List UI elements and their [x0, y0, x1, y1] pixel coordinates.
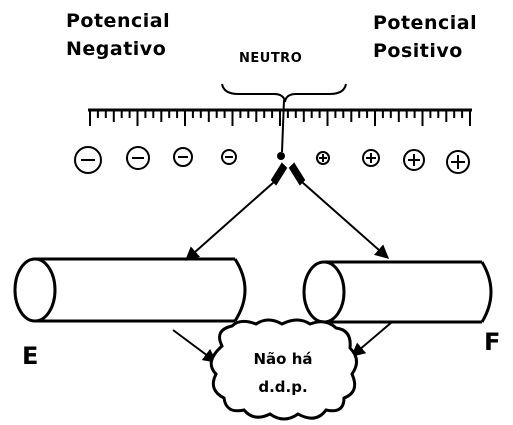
neutral-label: NEUTRO [239, 51, 303, 66]
cylinder-e [13, 257, 247, 323]
neutral-dot [277, 152, 285, 160]
body-e-label: E [22, 342, 39, 370]
positive-potential-label-line1: Potencial [373, 12, 478, 34]
result-cloud [209, 318, 358, 421]
body-f-label: F [484, 328, 501, 356]
negative-potential-label-line1: Potencial [66, 10, 171, 32]
negative-potential-label-line2: Negativo [66, 38, 167, 60]
scale-ruler [88, 108, 472, 126]
result-text-line2: d.d.p. [258, 378, 308, 396]
result-text-line1: Não há [253, 350, 313, 368]
connector-arrows [184, 162, 390, 261]
result-arrows [172, 321, 393, 363]
cylinder-f [302, 260, 493, 324]
neutral-bracket [221, 83, 347, 103]
positive-potential-label-line2: Positivo [373, 40, 463, 62]
zero-pointer [281, 99, 285, 153]
positive-charge-symbols [316, 149, 470, 174]
negative-charge-symbols [74, 146, 237, 174]
